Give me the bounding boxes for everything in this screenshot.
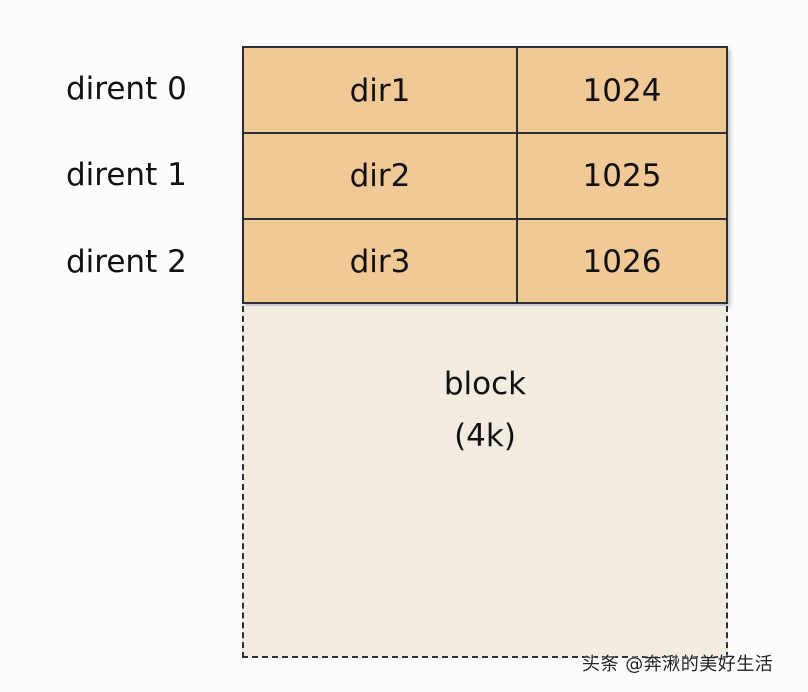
dirent-label-2: dirent 2 [66,244,187,280]
block-label: block [443,366,527,402]
dirent-inode-cell: 1025 [582,158,662,194]
block-size: (4k) [454,418,516,454]
dirent-name-cell: dir1 [244,48,518,134]
dirent-row: dir1 1024 [244,48,726,134]
dirent-table: dir1 1024 dir2 1025 dir3 1026 [242,46,728,304]
dirent-label-1: dirent 1 [66,157,187,193]
dirent-row: dir2 1025 [244,132,726,218]
dirent-label-0: dirent 0 [66,71,187,107]
dirent-name-cell: dir2 [244,134,518,218]
dirent-inode-cell: 1024 [582,73,662,109]
block-caption: block (4k) [244,358,726,462]
dirent-row: dir3 1026 [244,218,726,304]
data-block: block (4k) [242,306,728,658]
dirent-inode-cell: 1026 [582,244,662,280]
dirent-name-cell: dir3 [244,220,518,304]
watermark: 头条 @奔湫的美好生活 [582,654,774,675]
